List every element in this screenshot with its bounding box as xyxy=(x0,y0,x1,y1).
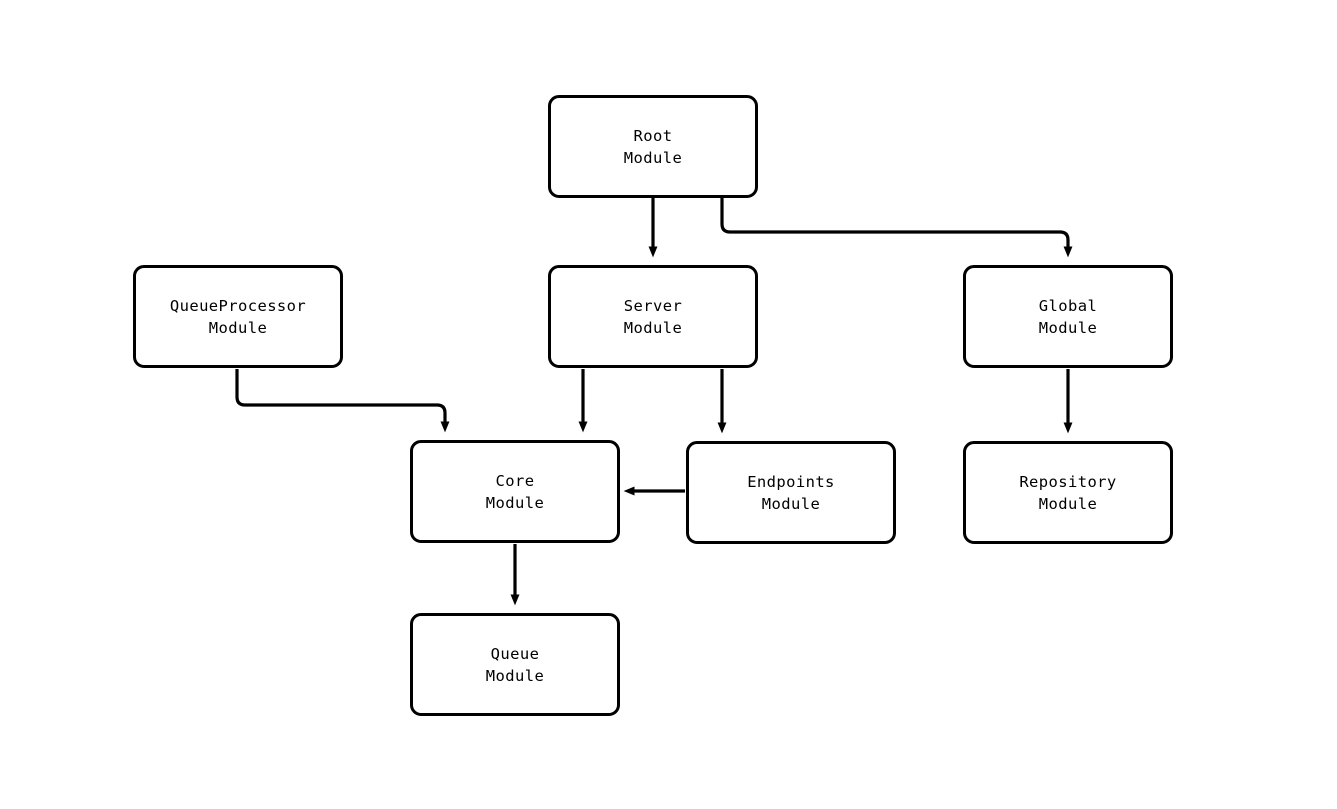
node-label: Queue Module xyxy=(485,644,545,685)
node-queue-module[interactable]: Queue Module xyxy=(410,613,620,716)
edge-queueprocessor-to-core xyxy=(235,369,450,433)
node-label: Repository Module xyxy=(1019,472,1117,513)
node-global-module[interactable]: Global Module xyxy=(963,265,1173,368)
node-queueprocessor-module[interactable]: QueueProcessor Module xyxy=(133,265,343,368)
node-repository-module[interactable]: Repository Module xyxy=(963,441,1173,544)
node-label: Server Module xyxy=(623,296,683,337)
node-core-module[interactable]: Core Module xyxy=(410,440,620,543)
node-endpoints-module[interactable]: Endpoints Module xyxy=(686,441,896,544)
node-label: Core Module xyxy=(485,471,545,512)
edge-root-to-global xyxy=(720,198,1073,258)
node-label: Global Module xyxy=(1038,296,1098,337)
node-label: Endpoints Module xyxy=(747,472,835,513)
node-label: QueueProcessor Module xyxy=(169,296,307,337)
node-server-module[interactable]: Server Module xyxy=(548,265,758,368)
node-label: Root Module xyxy=(623,126,683,167)
node-root-module[interactable]: Root Module xyxy=(548,95,758,198)
